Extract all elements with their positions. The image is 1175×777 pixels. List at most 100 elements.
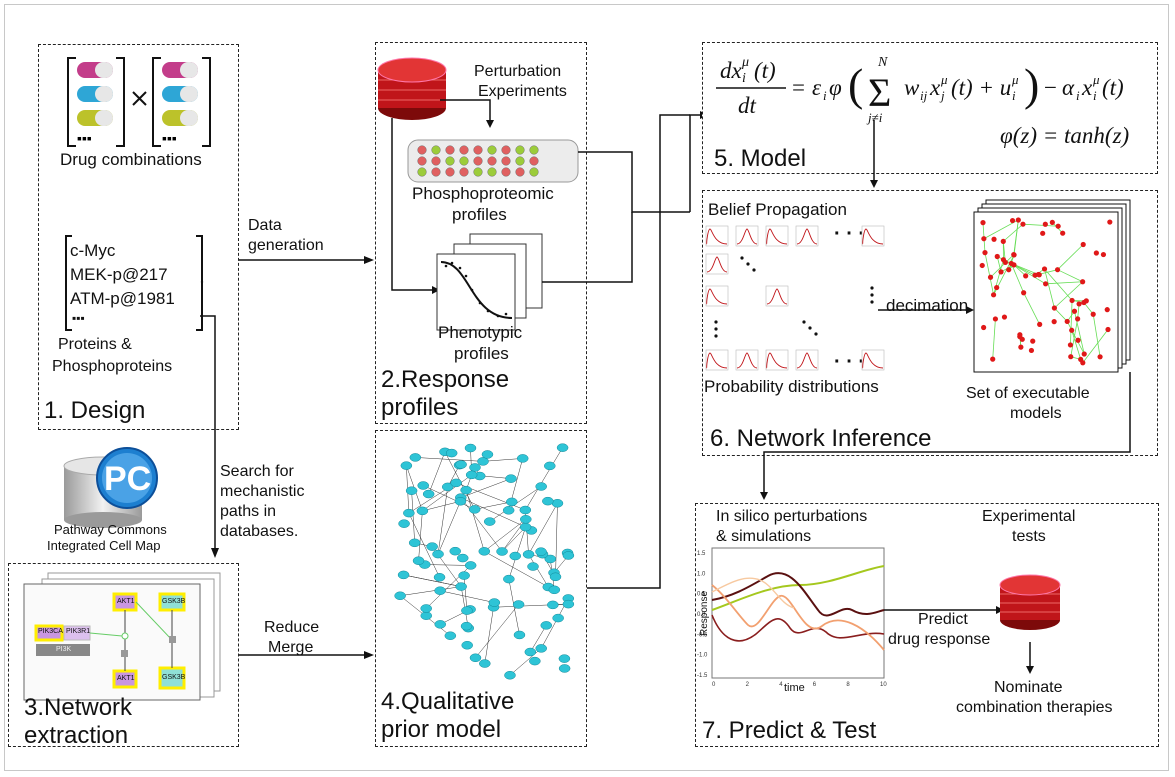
prior-node (405, 486, 418, 495)
data-generation-label-2: generation (248, 237, 324, 254)
prior-node (488, 598, 501, 607)
prior-node (400, 461, 413, 470)
executable-node (994, 284, 1000, 291)
executable-node (1011, 252, 1017, 258)
executable-edge (1070, 300, 1073, 345)
executable-edge (1057, 269, 1083, 283)
prior-node (513, 630, 526, 640)
phospho-label-1: Phosphoproteomic (412, 184, 554, 203)
prior-edge (530, 625, 547, 653)
distribution-curve (862, 352, 884, 369)
prior-node (509, 551, 521, 561)
executable-node (1093, 250, 1099, 256)
perturbation-label-2: Experiments (478, 83, 567, 100)
svg-text:−: − (1044, 75, 1057, 100)
executable-node (1015, 217, 1021, 223)
executable-node (1083, 298, 1089, 304)
plot-xtick: 8 (846, 682, 850, 688)
plot-ytick: -1.5 (697, 673, 708, 679)
prior-node (461, 606, 473, 615)
prior-node (540, 621, 553, 630)
prior-node (516, 454, 529, 463)
prior-node (522, 550, 535, 559)
executable-edge (1082, 329, 1109, 363)
prior-edge (424, 564, 471, 566)
prior-node (556, 443, 569, 452)
model-title: 5. Model (714, 145, 807, 172)
executable-edge (1023, 292, 1041, 325)
executable-node (1000, 257, 1007, 263)
executable-edge (1092, 314, 1101, 357)
executable-edge (1010, 263, 1025, 293)
executable-node (1009, 217, 1016, 224)
prior-node (506, 497, 518, 507)
node-gsk3b-bottom: GSK3B (162, 674, 186, 681)
search-label-3: paths in (220, 503, 277, 520)
prior-edge (474, 501, 512, 510)
svg-text:i: i (1012, 88, 1016, 103)
executable-node (981, 324, 987, 331)
pathway-commons-caption-1: Pathway Commons (54, 522, 167, 537)
decimation-label: decimation (886, 296, 969, 315)
proteins-caption-2: Phosphoproteins (52, 358, 173, 375)
prior-edge (509, 648, 542, 676)
prior-edge (437, 501, 461, 555)
plate-well (431, 156, 441, 166)
prior-edge (463, 575, 468, 611)
prior-node (465, 470, 478, 480)
plot-ytick: 1.0 (697, 571, 706, 577)
plate-well (515, 145, 525, 155)
protein-atm: ATM-p@1981 (70, 289, 175, 308)
prior-edge (501, 526, 526, 552)
executable-node (1020, 221, 1026, 227)
prior-node (549, 572, 562, 582)
executable-node (1080, 360, 1086, 366)
plot-ylabel: Response (699, 590, 711, 637)
plate-well (417, 145, 427, 155)
executable-node (1069, 327, 1075, 333)
plate-well (417, 156, 427, 166)
prior-node (503, 574, 515, 584)
executable-edge (1003, 223, 1024, 242)
executable-node (981, 236, 987, 242)
executable-edge (1054, 281, 1083, 309)
prior-node (433, 573, 446, 582)
protein-mek: MEK-p@217 (70, 265, 168, 284)
svg-text:φ(z) = tanh(z): φ(z) = tanh(z) (1000, 123, 1129, 148)
executable-node (1081, 351, 1087, 357)
proteins-caption-1: Proteins & (58, 336, 132, 353)
svg-text:(t): (t) (754, 58, 776, 83)
prior-node (527, 562, 539, 571)
executable-node (1000, 238, 1006, 244)
executable-label-2: models (1010, 405, 1062, 422)
executable-node (987, 274, 994, 280)
prior-edge (423, 485, 475, 510)
distribution-curve (796, 228, 818, 245)
executable-edge (1054, 307, 1068, 322)
distribution-curve (766, 228, 788, 245)
distribution-curve (736, 228, 758, 245)
svg-text:μ: μ (940, 72, 948, 87)
distribution-curve (706, 228, 728, 245)
predict-label-2: drug response (888, 631, 991, 648)
prior-node (502, 506, 515, 515)
nominate-label-2: combination therapies (956, 699, 1113, 716)
executable-edge (1045, 281, 1083, 285)
merge-label: Merge (268, 639, 314, 656)
prior-node (434, 586, 446, 595)
prior-node (529, 656, 541, 666)
svg-text:μ: μ (741, 55, 749, 70)
executable-node (1054, 267, 1061, 273)
executable-node (1090, 311, 1096, 317)
prior-node (479, 659, 491, 668)
executable-node (1080, 241, 1086, 248)
prior-node (481, 450, 494, 459)
prior-node (426, 542, 438, 551)
plot-ytick: -1.0 (697, 653, 708, 659)
prior-node (544, 461, 556, 471)
executable-edge (1070, 318, 1079, 357)
distribution-curve (706, 256, 728, 273)
data-generation-label-1: Data (248, 217, 282, 234)
plate-well (473, 167, 483, 177)
qualitative-title-2: prior model (381, 716, 502, 743)
